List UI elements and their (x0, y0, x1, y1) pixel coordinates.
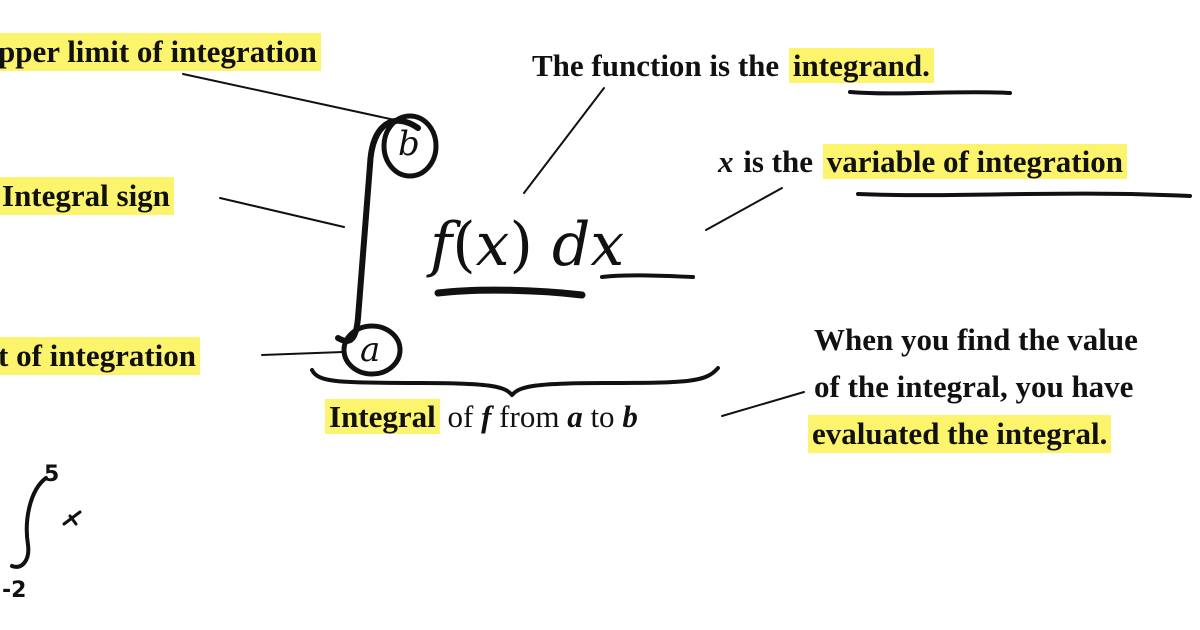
integrand-label: The function is the integrand. (530, 47, 934, 85)
evaluate-line-1: When you find the value (814, 322, 1138, 357)
evaluate-line-3: evaluated the integral. (808, 415, 1112, 453)
evaluate-leader (721, 391, 805, 417)
fx-underline (434, 286, 586, 299)
variable-word: variable of integration (822, 144, 1127, 179)
lower-limit-leader (261, 351, 344, 356)
expr-rparen: ) (509, 210, 533, 280)
variable-symbol: x (718, 144, 734, 179)
upper-limit-leader (182, 73, 396, 121)
expr-f: f (430, 210, 453, 280)
scribble-lower: -2 (2, 578, 27, 603)
of-text: of (439, 399, 482, 434)
a-symbol: a (567, 399, 583, 434)
variable-mid: is the (735, 144, 821, 179)
to-text: to (582, 399, 623, 434)
lower-bound: a (360, 330, 381, 370)
b-symbol: b (622, 399, 638, 434)
integral-brace (310, 366, 720, 397)
integrand-leader (523, 87, 605, 194)
scribble-integral (10, 476, 48, 569)
lower-bound-circle (341, 323, 403, 377)
integrand-underline (848, 90, 1012, 96)
from-text: from (491, 399, 568, 434)
upper-bound-circle (381, 113, 439, 179)
integral-word: Integral (325, 399, 440, 434)
lower-limit-label: t of integration (0, 337, 201, 375)
dx-underline (600, 273, 695, 279)
f-symbol: f (481, 399, 492, 434)
integral-caption: Integral of f from a to b (325, 398, 638, 436)
variable-leader (705, 187, 783, 231)
upper-limit-label: pper limit of integration (0, 33, 321, 71)
expr-x: x (475, 210, 510, 280)
upper-bound: b (398, 124, 420, 164)
scribble-upper: 5 (44, 462, 60, 487)
integral-sign-leader (219, 197, 345, 228)
expr-lparen: ( (452, 210, 476, 280)
integrand-word: integrand. (788, 48, 934, 83)
variable-underline (856, 191, 1192, 198)
variable-label: x is the variable of integration (718, 143, 1127, 181)
integral-expression: f(x) dx (430, 205, 624, 285)
integrand-prefix: The function is the (532, 48, 787, 83)
expr-dx: dx (551, 210, 625, 280)
scribble-mark (62, 510, 82, 526)
evaluate-line-2: of the integral, you have (814, 369, 1134, 404)
integral-sign-label: Integral sign (0, 177, 174, 215)
